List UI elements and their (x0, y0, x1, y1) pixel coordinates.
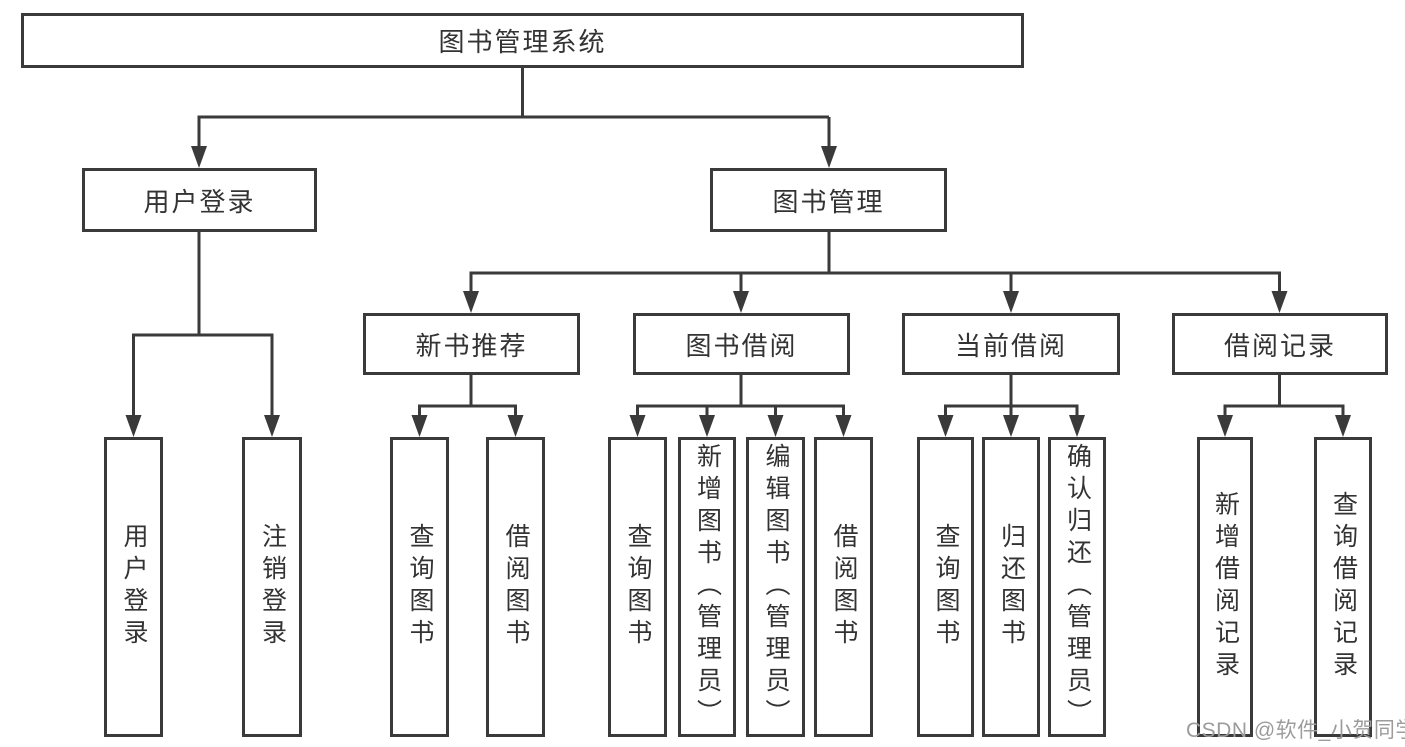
arrowheads (125, 146, 1351, 437)
arrow-down-icon (699, 415, 715, 437)
arrow-down-icon (1003, 415, 1019, 437)
arrow-down-icon (411, 415, 428, 437)
node-book-management-label: 图书管理 (772, 186, 885, 217)
leaf-logout: 注销登录 (242, 437, 302, 737)
leaf-return-books: 归还图书 (982, 437, 1040, 737)
leaf-confirm-return-admin-label: 确认归还（管理员） (1063, 443, 1092, 731)
arrow-down-icon (264, 415, 280, 437)
node-new-book-recommend: 新书推荐 (363, 313, 580, 375)
node-borrow-records-label: 借阅记录 (1223, 330, 1336, 361)
arrow-down-icon (1003, 291, 1019, 313)
node-book-borrowing-label: 图书借阅 (685, 330, 798, 361)
arrow-down-icon (821, 146, 837, 168)
arrow-down-icon (1069, 415, 1085, 437)
leaf-add-borrow-record-label: 新增借阅记录 (1211, 491, 1240, 683)
arrow-down-icon (629, 415, 646, 437)
leaf-query-books-current-label: 查询图书 (932, 523, 960, 651)
arrow-down-icon (191, 146, 207, 168)
leaf-add-books-admin-label: 新增图书（管理员） (693, 443, 722, 731)
connector-currentborrow-to-leaves (944, 375, 1079, 420)
leaf-borrow-books-recommend-label: 借阅图书 (502, 523, 530, 651)
leaf-logout-label: 注销登录 (258, 523, 287, 651)
node-current-borrowing: 当前借阅 (902, 313, 1120, 375)
leaf-query-books-recommend: 查询图书 (390, 437, 449, 737)
leaf-add-books-admin: 新增图书（管理员） (678, 437, 736, 737)
node-book-management: 图书管理 (710, 168, 947, 232)
leaf-query-books-borrowing: 查询图书 (608, 437, 667, 737)
leaf-query-borrow-record: 查询借阅记录 (1314, 437, 1372, 737)
csdn-watermark: CSDN @软件_小贺同学 (1186, 719, 1405, 742)
arrow-down-icon (767, 415, 784, 437)
connector-newbook-to-leaves (418, 375, 517, 420)
leaf-query-books-borrowing-label: 查询图书 (624, 523, 652, 651)
node-new-book-recommend-label: 新书推荐 (415, 330, 528, 361)
node-current-borrowing-label: 当前借阅 (954, 330, 1067, 361)
leaf-borrow-books-label: 借阅图书 (830, 523, 858, 651)
leaf-confirm-return-admin: 确认归还（管理员） (1048, 437, 1106, 737)
node-user-login-label: 用户登录 (143, 186, 256, 217)
leaf-edit-books-admin-label: 编辑图书（管理员） (762, 443, 790, 731)
node-user-login: 用户登录 (82, 168, 317, 232)
leaf-query-books-recommend-label: 查询图书 (406, 523, 434, 651)
node-library-system-label: 图书管理系统 (438, 27, 607, 57)
leaf-add-borrow-record: 新增借阅记录 (1197, 437, 1253, 737)
node-borrow-records: 借阅记录 (1172, 313, 1388, 375)
leaf-return-books-label: 归还图书 (997, 523, 1026, 651)
connector-userlogin-to-leaves (132, 232, 274, 419)
arrow-down-icon (1217, 415, 1233, 437)
arrow-down-icon (733, 291, 749, 313)
arrow-down-icon (1335, 415, 1351, 437)
connector-bookborrow-to-leaves (636, 375, 845, 420)
arrow-down-icon (1271, 291, 1288, 313)
leaf-user-login-label: 用户登录 (120, 523, 148, 651)
leaf-borrow-books-recommend: 借阅图书 (486, 437, 545, 737)
leaf-user-login: 用户登录 (104, 437, 163, 737)
arrow-down-icon (125, 415, 142, 437)
leaf-borrow-books: 借阅图书 (814, 437, 873, 737)
node-library-system: 图书管理系统 (21, 13, 1024, 68)
node-book-borrowing: 图书借阅 (633, 313, 850, 375)
connector-records-to-leaves (1223, 375, 1345, 420)
leaf-query-books-current: 查询图书 (917, 437, 974, 737)
arrow-down-icon (937, 415, 954, 437)
leaf-query-borrow-record-label: 查询借阅记录 (1329, 491, 1358, 683)
leaf-edit-books-admin: 编辑图书（管理员） (746, 437, 805, 737)
arrow-down-icon (463, 291, 479, 313)
connector-root-to-level2 (197, 68, 831, 150)
arrow-down-icon (835, 415, 852, 437)
arrow-down-icon (507, 415, 524, 437)
connector-bookmgmt-to-level3 (469, 232, 1281, 295)
